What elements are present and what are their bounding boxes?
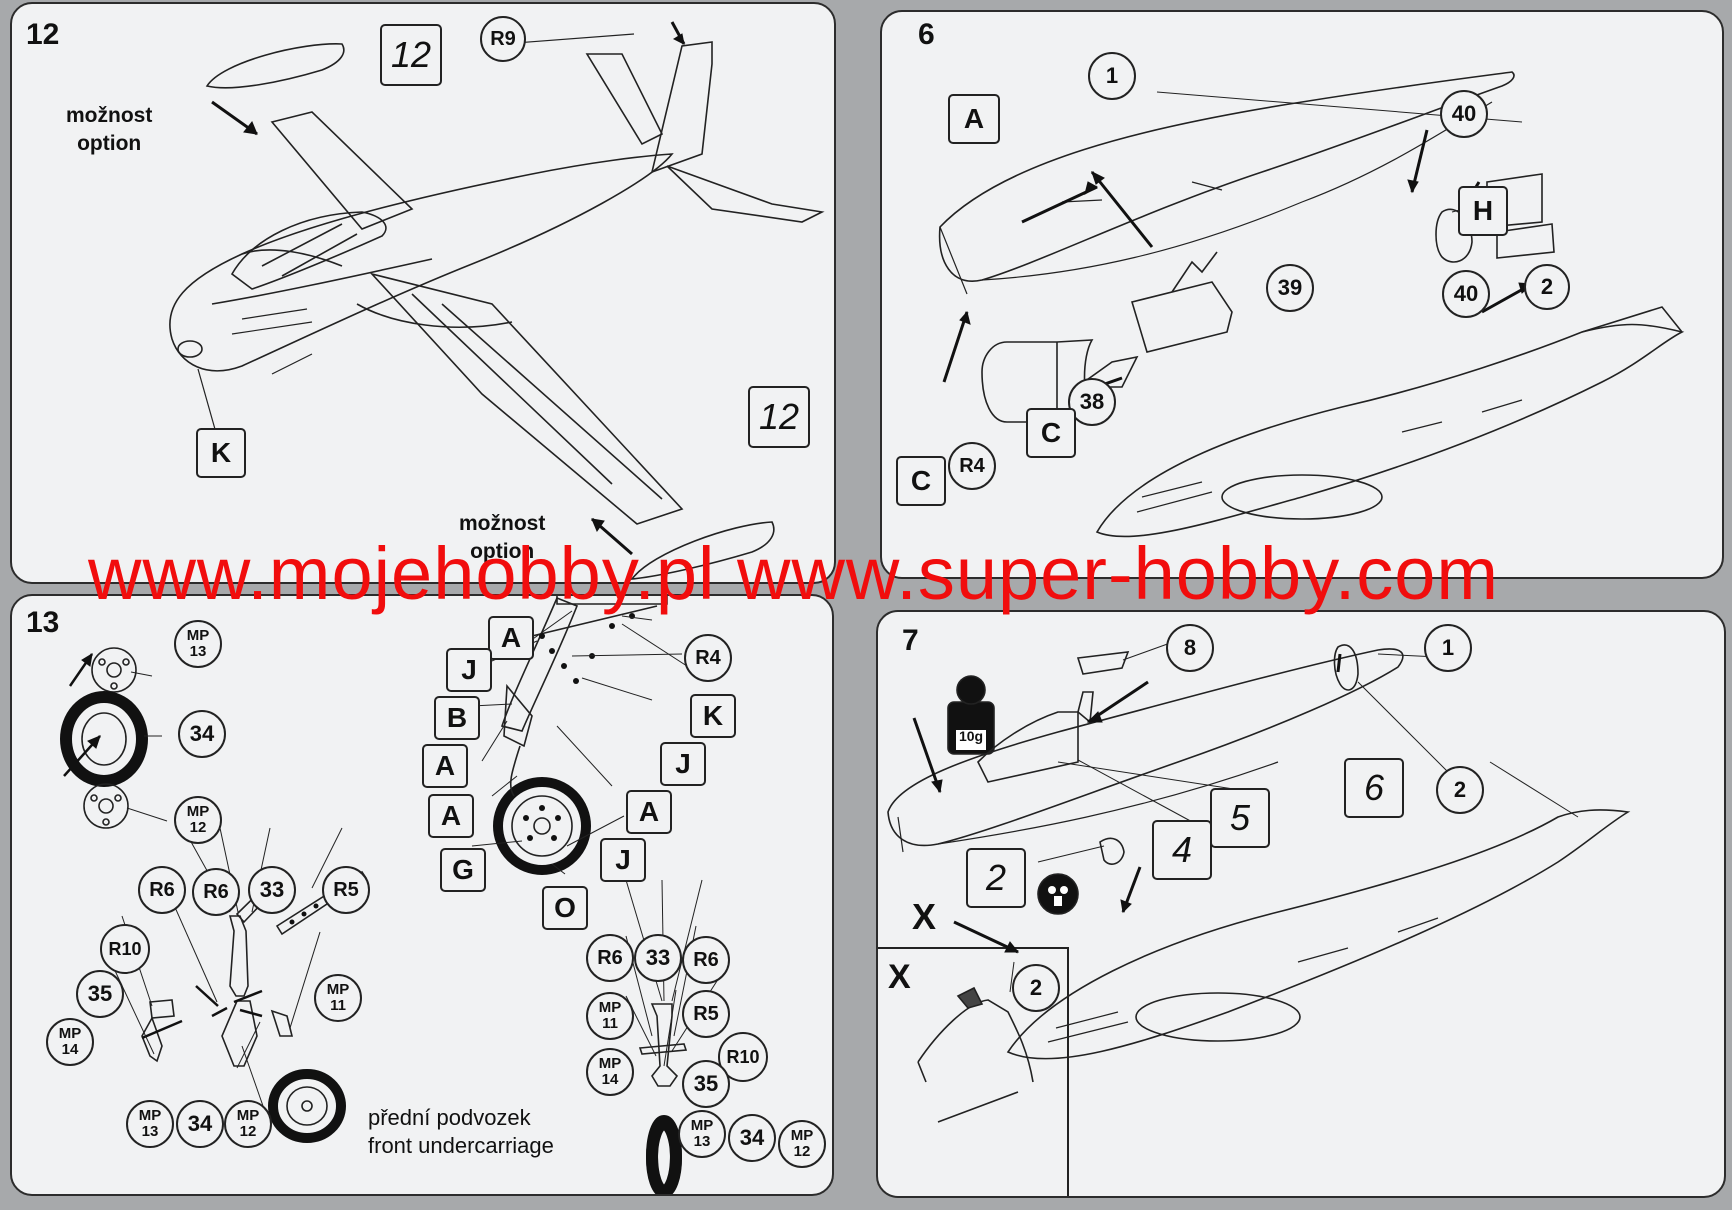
part-label-2-inset: 2	[1012, 964, 1060, 1012]
weight-10g-label: 10g	[958, 728, 984, 744]
panel-step-7: 7	[876, 610, 1726, 1198]
panel-step-6: 6	[880, 10, 1724, 579]
part-label-38: 38	[1068, 378, 1116, 426]
part-label-g: G	[440, 848, 486, 892]
view-marker-x-inset: X	[888, 958, 911, 996]
label-text: MP 12	[186, 803, 210, 836]
label-text: MP 13	[690, 1117, 714, 1150]
label-text: MP 12	[790, 1127, 814, 1160]
part-label-mp13-nose: MP 13	[126, 1100, 174, 1148]
undercarriage-drawing	[12, 596, 832, 1194]
part-label-r4-gear: R4	[684, 634, 732, 682]
part-label-2-nose: 2	[966, 848, 1026, 908]
part-label-mp13-b: MP 13	[678, 1110, 726, 1158]
part-label-34-tyre: 34	[178, 710, 226, 758]
part-label-5: 5	[1210, 788, 1270, 848]
part-label-a-low: A	[428, 794, 474, 838]
part-label-mp14: MP 14	[46, 1018, 94, 1066]
part-label-35: 35	[76, 970, 124, 1018]
step-number: 13	[26, 606, 60, 639]
part-label-mp14-b: MP 14	[586, 1048, 634, 1096]
part-label-2: 2	[1524, 264, 1570, 310]
part-label-mp11-b: MP 11	[586, 992, 634, 1040]
option-note-english: option	[77, 132, 142, 155]
part-label-40-bottom: 40	[1442, 270, 1490, 318]
front-undercarriage-caption: přední podvozek front undercarriage	[368, 1104, 554, 1160]
option-note-top: možnost option	[66, 102, 152, 158]
part-label-r9: R9	[480, 16, 526, 62]
caption-english: front undercarriage	[368, 1133, 554, 1158]
part-label-j-mid: J	[660, 742, 706, 786]
part-label-1: 1	[1088, 52, 1136, 100]
part-label-r6-b: R6	[192, 868, 240, 916]
part-label-a-right: A	[626, 790, 672, 834]
option-note-english: option	[470, 540, 535, 563]
option-note-czech: možnost	[66, 104, 153, 127]
part-label-12-bottom: 12	[748, 386, 810, 448]
part-label-35-b: 35	[682, 1060, 730, 1108]
caption-czech: přední podvozek	[368, 1105, 531, 1130]
part-label-k-gear: K	[690, 694, 736, 738]
part-label-mp12-nose: MP 12	[224, 1100, 272, 1148]
part-label-j-low: J	[600, 838, 646, 882]
label-text: MP 14	[598, 1055, 622, 1088]
part-label-r6-d: R6	[682, 936, 730, 984]
part-label-r10: R10	[100, 924, 150, 974]
panel-step-12: 12	[10, 2, 836, 584]
part-label-a-mid: A	[422, 744, 468, 788]
fuselage-assembly-drawing	[882, 12, 1722, 577]
part-label-mp12-hub: MP 12	[174, 796, 222, 844]
part-label-k: K	[196, 428, 246, 478]
part-label-33: 33	[248, 866, 296, 914]
label-text: MP 11	[326, 981, 350, 1014]
part-label-12-top: 12	[380, 24, 442, 86]
part-label-mp12-b: MP 12	[778, 1120, 826, 1168]
part-label-34-b: 34	[728, 1114, 776, 1162]
fuselage-closing-drawing	[878, 612, 1724, 1196]
part-label-1: 1	[1424, 624, 1472, 672]
part-label-h: H	[1458, 186, 1508, 236]
label-text: MP 13	[186, 627, 210, 660]
part-label-34-nose: 34	[176, 1100, 224, 1148]
part-label-c-exhaust-visible: C	[896, 456, 946, 506]
step-number: 7	[902, 624, 919, 657]
part-label-8: 8	[1166, 624, 1214, 672]
part-label-4: 4	[1152, 820, 1212, 880]
part-label-mp11: MP 11	[314, 974, 362, 1022]
panel-step-13: 13	[10, 594, 834, 1196]
aircraft-top-view-drawing	[12, 4, 834, 582]
part-label-r5: R5	[322, 866, 370, 914]
part-label-r4: R4	[948, 442, 996, 490]
part-label-a: A	[948, 94, 1000, 144]
part-label-b: B	[434, 696, 480, 740]
part-label-j-top: J	[446, 648, 492, 692]
part-label-mp13-hub: MP 13	[174, 620, 222, 668]
part-label-r6-a: R6	[138, 866, 186, 914]
label-text: MP 12	[236, 1107, 260, 1140]
part-label-r5-b: R5	[682, 990, 730, 1038]
part-label-39: 39	[1266, 264, 1314, 312]
part-label-6: 6	[1344, 758, 1404, 818]
part-label-2-top: 2	[1436, 766, 1484, 814]
step-number: 6	[918, 18, 935, 51]
label-text: MP 13	[138, 1107, 162, 1140]
label-text: MP 14	[58, 1025, 82, 1058]
part-label-o: O	[542, 886, 588, 930]
part-label-40-top: 40	[1440, 90, 1488, 138]
option-note-czech: možnost	[459, 512, 546, 535]
step-number: 12	[26, 18, 60, 51]
watermark-url: www.mojehobby.pl www.super-hobby.com	[88, 532, 1500, 615]
view-marker-x: X	[912, 896, 937, 937]
label-text: MP 11	[598, 999, 622, 1032]
part-label-c-nose: C	[1026, 408, 1076, 458]
part-label-r6-c: R6	[586, 934, 634, 982]
option-note-bottom: možnost option	[459, 510, 545, 566]
part-label-a-top: A	[488, 616, 534, 660]
part-label-33-b: 33	[634, 934, 682, 982]
